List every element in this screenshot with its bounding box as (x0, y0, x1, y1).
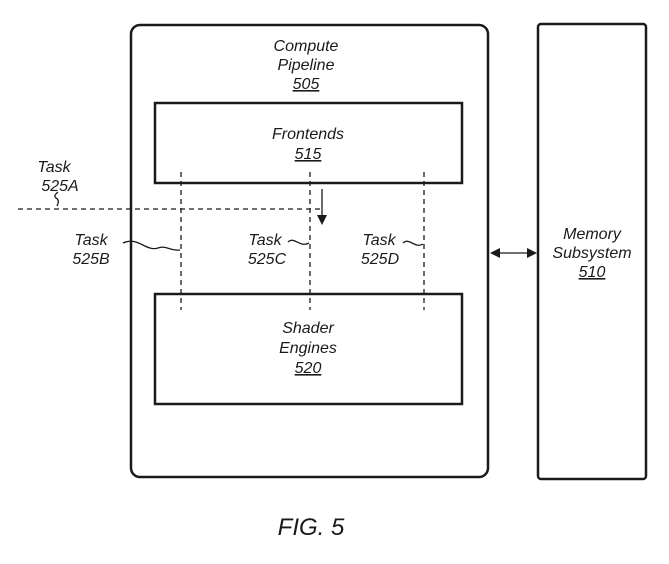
frontends-box (153, 101, 464, 185)
shader-engines-ref: 520 (295, 360, 322, 377)
compute-pipeline-label-line1: Compute (274, 38, 339, 55)
frontends-label: Frontends (272, 126, 344, 143)
figure-caption: FIG. 5 (278, 514, 345, 541)
task-525c-leader (287, 239, 310, 245)
task-525c-word: Task (248, 232, 282, 249)
memory-subsystem-ref: 510 (579, 264, 606, 281)
compute-pipeline-ref: 505 (293, 76, 320, 93)
memory-subsystem-box (536, 22, 648, 481)
task-525a-word: Task (37, 159, 71, 176)
task-525b-word: Task (74, 232, 108, 249)
task-525a-ref: 525A (41, 178, 78, 195)
task-525a-leader (54, 191, 59, 207)
shader-engines-label-line2: Engines (279, 340, 337, 357)
compute-pipeline-label-line2: Pipeline (278, 57, 335, 74)
task-525c-ref: 525C (248, 251, 287, 268)
frontends-ref: 515 (295, 146, 322, 163)
task-525b-ref: 525B (72, 251, 110, 268)
task-525d-word: Task (362, 232, 396, 249)
task-525d-leader (402, 240, 424, 246)
memory-subsystem-label-line2: Subsystem (552, 245, 631, 262)
task-525d-ref: 525D (361, 251, 400, 268)
shader-engines-box (153, 292, 464, 406)
memory-subsystem-label-line1: Memory (563, 226, 622, 243)
shader-engines-label-line1: Shader (282, 320, 334, 337)
task-525b-leader (122, 240, 181, 251)
